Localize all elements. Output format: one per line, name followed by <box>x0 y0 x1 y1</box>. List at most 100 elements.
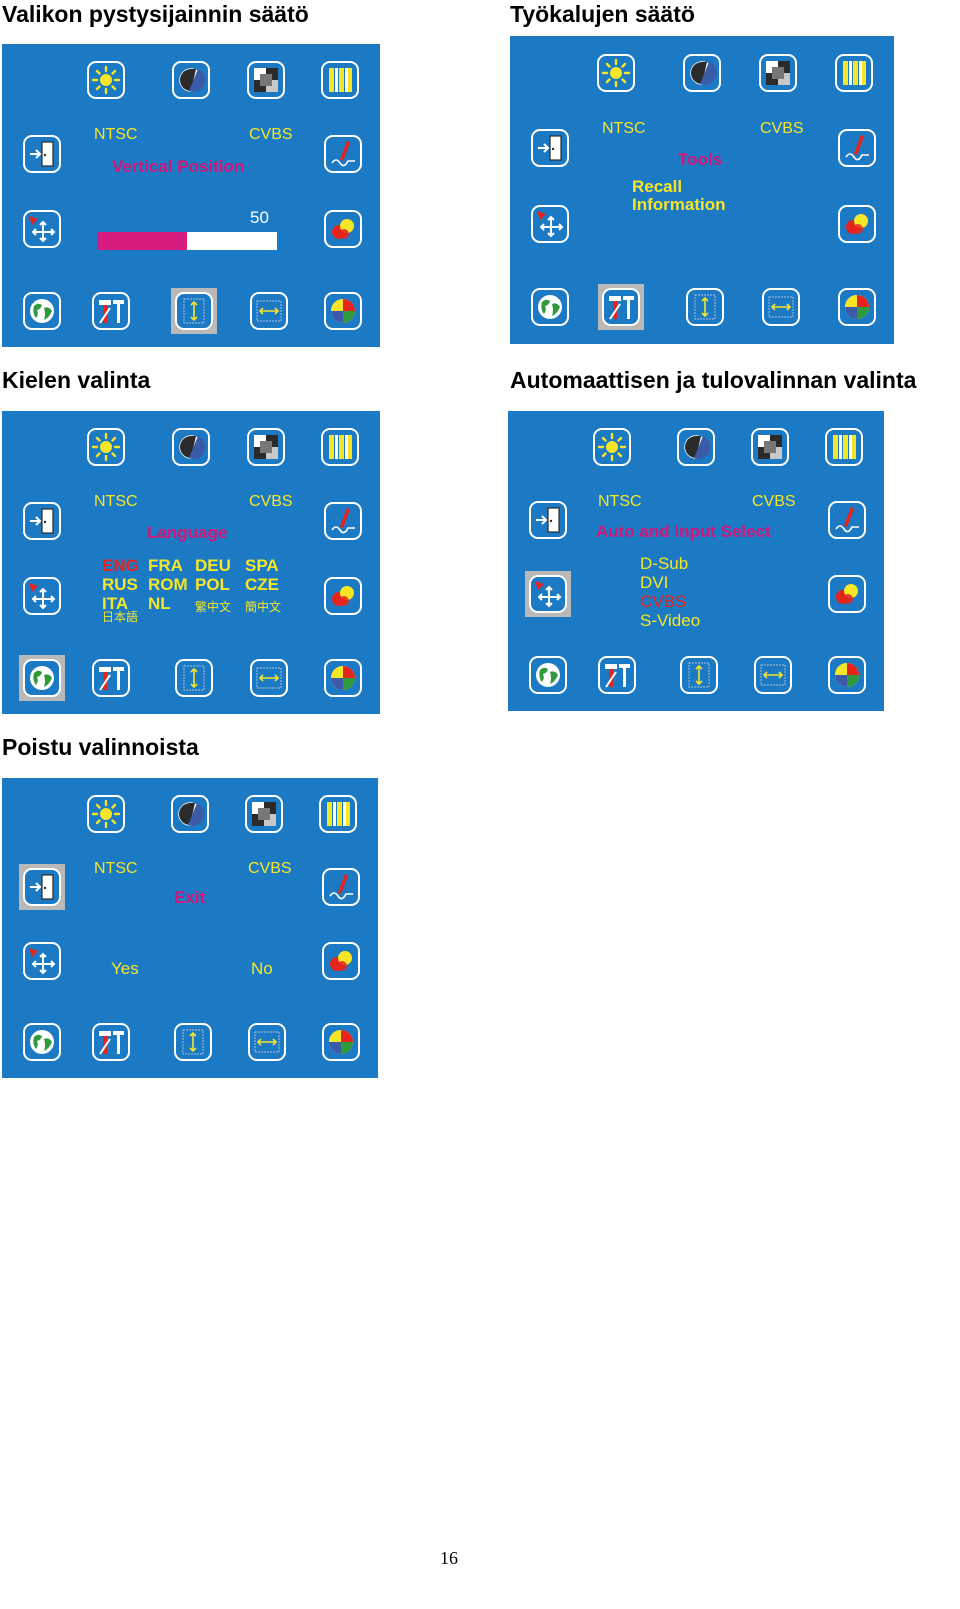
language-option[interactable]: NL <box>148 594 171 613</box>
language-option[interactable]: DEU <box>195 556 231 575</box>
vertical-position-icon[interactable] <box>679 656 718 695</box>
exit-door-icon[interactable] <box>22 135 61 173</box>
exit-door-icon[interactable] <box>22 867 61 906</box>
brightness-icon[interactable] <box>597 53 636 92</box>
position-icon[interactable] <box>22 577 61 615</box>
language-option-japanese[interactable]: 日本語 <box>102 610 139 624</box>
language-option[interactable]: FRA <box>148 556 183 575</box>
vertical-position-icon[interactable] <box>174 292 213 330</box>
color-bars-icon[interactable] <box>825 427 864 466</box>
color-temperature-icon[interactable] <box>322 1023 361 1062</box>
color-temperature-icon[interactable] <box>324 292 363 330</box>
sharpness-icon[interactable] <box>828 500 867 539</box>
language-globe-icon[interactable] <box>22 292 61 330</box>
color-temperature-icon[interactable] <box>828 656 867 695</box>
brightness-icon[interactable] <box>592 427 631 466</box>
signal-label-ntsc: NTSC <box>598 493 642 510</box>
color-circles-icon[interactable] <box>837 205 876 244</box>
language-option[interactable]: POL <box>195 575 230 594</box>
contrast-icon[interactable] <box>172 61 210 99</box>
language-globe-icon[interactable] <box>22 659 61 697</box>
color-block-icon[interactable] <box>758 53 797 92</box>
tools-icon[interactable] <box>92 659 131 697</box>
horizontal-position-icon[interactable] <box>761 288 800 327</box>
color-bars-icon[interactable] <box>834 53 873 92</box>
heading-exit: Poistu valinnoista <box>2 734 199 760</box>
exit-yes-option[interactable]: Yes <box>111 959 139 978</box>
menu-title: Tools <box>678 150 723 169</box>
slider-fill <box>97 232 187 250</box>
exit-no-option[interactable]: No <box>251 959 273 978</box>
contrast-icon[interactable] <box>677 427 715 466</box>
color-temperature-icon[interactable] <box>837 288 876 327</box>
recall-information-option[interactable]: Recall Information <box>632 178 726 214</box>
information-line: Information <box>632 195 726 214</box>
language-globe-icon[interactable] <box>528 656 567 695</box>
color-block-icon[interactable] <box>245 794 284 833</box>
color-circles-icon[interactable] <box>324 210 363 248</box>
language-option[interactable]: ITA <box>102 594 129 613</box>
horizontal-position-icon[interactable] <box>248 1023 287 1062</box>
input-source-option[interactable]: S-Video <box>640 611 701 630</box>
exit-door-icon[interactable] <box>531 128 570 167</box>
language-globe-icon[interactable] <box>22 1023 61 1062</box>
sharpness-icon[interactable] <box>324 502 363 540</box>
color-bars-icon[interactable] <box>319 794 358 833</box>
horizontal-position-icon[interactable] <box>249 659 288 697</box>
signal-label-ntsc: NTSC <box>602 120 646 137</box>
signal-label-ntsc: NTSC <box>94 126 138 143</box>
language-option[interactable]: ENG <box>102 556 139 575</box>
vertical-position-slider[interactable] <box>97 232 277 250</box>
color-block-icon[interactable] <box>751 427 790 466</box>
vertical-position-icon[interactable] <box>173 1023 212 1062</box>
vertical-position-icon[interactable] <box>174 659 213 697</box>
language-option[interactable]: ROM <box>148 575 188 594</box>
language-option[interactable]: CZE <box>245 575 279 594</box>
osd-panel-vertical-position: NTSC CVBS Vertical Position 50 <box>2 44 380 347</box>
color-circles-icon[interactable] <box>322 942 361 981</box>
contrast-icon[interactable] <box>172 428 210 466</box>
color-bars-icon[interactable] <box>321 428 360 466</box>
contrast-icon[interactable] <box>683 53 721 92</box>
language-option[interactable]: 繁中文 <box>195 600 232 614</box>
sharpness-icon[interactable] <box>322 867 361 906</box>
language-option[interactable]: 簡中文 <box>245 600 282 614</box>
vertical-position-icon[interactable] <box>686 288 725 327</box>
input-source-option[interactable]: CVBS <box>640 592 687 611</box>
sharpness-icon[interactable] <box>324 135 363 173</box>
language-option[interactable]: RUS <box>102 575 138 594</box>
language-globe-icon[interactable] <box>531 288 570 327</box>
tools-icon[interactable] <box>602 288 641 327</box>
color-block-icon[interactable] <box>246 428 285 466</box>
position-icon[interactable] <box>531 205 570 244</box>
heading-auto-input: Automaattisen ja tulovalinnan valinta <box>510 367 917 393</box>
osd-panel-exit: NTSC CVBS Exit Yes No <box>2 778 378 1078</box>
brightness-icon[interactable] <box>87 428 126 466</box>
signal-label-cvbs: CVBS <box>248 860 292 877</box>
tools-icon[interactable] <box>92 292 131 330</box>
tools-icon[interactable] <box>597 656 636 695</box>
language-option[interactable]: SPA <box>245 556 279 575</box>
sharpness-icon[interactable] <box>837 128 876 167</box>
horizontal-position-icon[interactable] <box>754 656 793 695</box>
brightness-icon[interactable] <box>86 794 125 833</box>
menu-title: Language <box>147 523 228 542</box>
color-circles-icon[interactable] <box>324 577 363 615</box>
contrast-icon[interactable] <box>171 794 209 833</box>
color-circles-icon[interactable] <box>828 575 867 614</box>
tools-icon[interactable] <box>91 1023 130 1062</box>
color-block-icon[interactable] <box>246 61 285 99</box>
color-temperature-icon[interactable] <box>324 659 363 697</box>
exit-door-icon[interactable] <box>22 502 61 540</box>
input-source-option[interactable]: DVI <box>640 573 669 592</box>
position-icon[interactable] <box>22 210 61 248</box>
brightness-icon[interactable] <box>87 61 126 99</box>
recall-line: Recall <box>632 177 683 196</box>
position-icon[interactable] <box>528 575 567 614</box>
horizontal-position-icon[interactable] <box>249 292 288 330</box>
input-source-option[interactable]: D-Sub <box>640 554 689 573</box>
exit-door-icon[interactable] <box>528 500 567 539</box>
color-bars-icon[interactable] <box>321 61 360 99</box>
position-icon[interactable] <box>22 942 61 981</box>
